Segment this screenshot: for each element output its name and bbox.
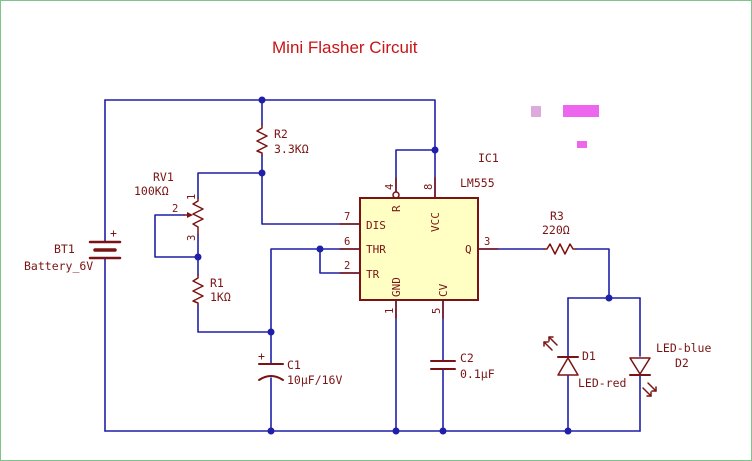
ic-value-label: LM555	[460, 176, 495, 190]
ic-pin6-number: 6	[344, 236, 350, 248]
ic-pin4-number: 4	[384, 184, 396, 190]
r2-value-label: 3.3KΩ	[274, 142, 309, 156]
rv1-value-label: 100KΩ	[134, 184, 169, 198]
d2-ref-label: D2	[675, 356, 689, 370]
c2-value-label: 0.1µF	[460, 367, 495, 381]
junction-dots	[194, 96, 613, 435]
potentiometer-rv1: RV1 100KΩ 2 1 3	[134, 170, 204, 241]
rv1-ref-label: RV1	[153, 170, 174, 184]
artifact-block	[531, 106, 541, 117]
artifact-block	[563, 105, 599, 117]
artifact-block	[577, 141, 587, 148]
schematic-title: Mini Flasher Circuit	[272, 38, 418, 57]
ic-pin8-number: 8	[423, 184, 435, 190]
ic-pin-name-thr: THR	[366, 243, 386, 256]
ic-body	[359, 197, 479, 301]
ic-pin-name-tr: TR	[366, 268, 380, 281]
ic-pin-name-cv: CV	[437, 283, 450, 297]
battery-value-label: Battery_6V	[24, 259, 93, 273]
r1-value-label: 1KΩ	[210, 290, 231, 304]
led-d1: D1 LED-red	[543, 336, 626, 390]
ic-ref-label: IC1	[478, 151, 499, 165]
d1-value-label: LED-red	[578, 376, 626, 390]
r3-ref-label: R3	[550, 209, 564, 223]
c1-polarity-label: +	[258, 349, 265, 363]
ic-pin1-number: 1	[384, 308, 396, 314]
d1-ref-label: D1	[582, 349, 596, 363]
rv1-pin1-label: 1	[186, 194, 198, 200]
r2-ref-label: R2	[274, 127, 288, 141]
resistor-r1: R1 1KΩ	[192, 274, 231, 306]
c1-ref-label: C1	[287, 358, 301, 372]
d2-value-label: LED-blue	[656, 341, 711, 355]
r1-ref-label: R1	[210, 276, 224, 290]
ic-pin5-number: 5	[431, 308, 443, 314]
battery-ref-label: BT1	[54, 242, 75, 256]
battery-bt1: + BT1 Battery_6V	[24, 226, 122, 273]
wires	[104, 99, 641, 432]
resistor-r3: R3 220Ω	[542, 209, 577, 255]
capacitor-c2: C2 0.1µF	[430, 351, 495, 381]
ic-pin2-number: 2	[344, 260, 350, 272]
ic-lm555: 7 6 2 3 4 8 1 5 DIS THR TR Q R VCC GND C…	[339, 151, 499, 319]
led-d2: LED-blue D2	[629, 341, 711, 397]
battery-polarity-label: +	[110, 226, 117, 240]
r3-value-label: 220Ω	[542, 223, 570, 237]
ic-pin-name-r: R	[390, 205, 403, 212]
ic-pin-name-q: Q	[465, 243, 472, 256]
rv1-pin3-label: 3	[186, 235, 198, 241]
ic-pin7-number: 7	[344, 211, 350, 223]
c1-value-label: 10µF/16V	[287, 373, 342, 387]
ic-pin-name-dis: DIS	[366, 219, 386, 232]
ic-pin3-number: 3	[484, 236, 490, 248]
capacitor-c1: + C1 10µF/16V	[258, 349, 342, 387]
ic-pin-name-gnd: GND	[390, 277, 403, 297]
rv1-pin2-label: 2	[172, 203, 178, 215]
resistor-r2: R2 3.3KΩ	[256, 124, 309, 156]
ic-pin-name-vcc: VCC	[429, 212, 442, 232]
c2-ref-label: C2	[460, 351, 474, 365]
